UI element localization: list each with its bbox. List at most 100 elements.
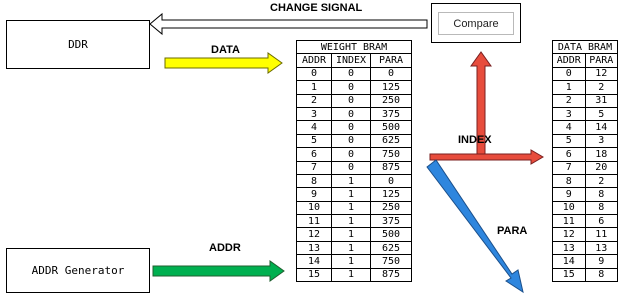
- weight-bram-cell-index: 0: [331, 133, 371, 149]
- data-bram-cell-addr: 8: [552, 173, 586, 189]
- data-bram-cell-addr: 9: [552, 187, 586, 202]
- data-bram-cell-addr: 7: [552, 160, 586, 175]
- data-bram-cell-para: 12: [584, 66, 618, 82]
- weight-bram-cell-para: 250: [370, 93, 412, 108]
- weight-bram-cell-addr: 5: [296, 133, 332, 149]
- weight-bram-cell-addr: 4: [296, 120, 332, 135]
- weight-bram-cell-addr: 13: [296, 240, 332, 256]
- weight-bram-cell-para: 750: [370, 147, 412, 162]
- weight-bram-cell-addr: 10: [296, 200, 332, 216]
- data-arrow: [164, 52, 283, 74]
- data-bram-cell-para: 13: [584, 240, 618, 256]
- weight-bram-cell-index: 1: [331, 227, 371, 242]
- weight-bram-cell-para: 500: [370, 227, 412, 242]
- data-bram-cell-addr: 6: [552, 147, 586, 162]
- weight-bram-header-para: PARA: [370, 53, 412, 68]
- weight-bram-cell-addr: 1: [296, 80, 332, 95]
- data-bram-cell-addr: 2: [552, 93, 586, 108]
- change-signal-label: CHANGE SIGNAL: [270, 2, 363, 14]
- weight-bram-header-addr: ADDR: [296, 53, 332, 68]
- compare-block: Compare: [431, 3, 521, 43]
- weight-bram-cell-addr: 6: [296, 147, 332, 162]
- index-to-compare-arrow: [470, 51, 492, 155]
- data-bram-cell-para: 8: [584, 267, 618, 283]
- weight-bram-cell-para: 0: [370, 173, 412, 189]
- weight-bram-cell-para: 125: [370, 187, 412, 202]
- addr-label: ADDR: [209, 242, 241, 254]
- data-bram-cell-addr: 4: [552, 120, 586, 135]
- ddr-block: DDR: [6, 20, 150, 69]
- weight-bram-cell-index: 1: [331, 267, 371, 283]
- weight-bram-cell-para: 875: [370, 160, 412, 175]
- addr-arrow: [152, 260, 285, 282]
- index-arrow: [429, 149, 544, 165]
- weight-bram-cell-index: 0: [331, 106, 371, 122]
- weight-bram-cell-index: 1: [331, 214, 371, 229]
- data-bram-cell-addr: 11: [552, 214, 586, 229]
- data-bram-header-para: PARA: [584, 53, 618, 68]
- weight-bram-cell-index: 0: [331, 80, 371, 95]
- data-bram-cell-para: 31: [584, 93, 618, 108]
- weight-bram-cell-addr: 2: [296, 93, 332, 108]
- data-bram-cell-para: 5: [584, 106, 618, 122]
- weight-bram-cell-para: 375: [370, 214, 412, 229]
- data-bram-cell-para: 2: [584, 80, 618, 95]
- data-bram-cell-addr: 3: [552, 106, 586, 122]
- data-bram-cell-addr: 1: [552, 80, 586, 95]
- weight-bram-header-index: INDEX: [331, 53, 371, 68]
- data-bram-cell-para: 6: [584, 214, 618, 229]
- data-bram-cell-para: 2: [584, 173, 618, 189]
- data-bram-cell-para: 9: [584, 254, 618, 269]
- data-bram-cell-addr: 15: [552, 267, 586, 283]
- data-bram-title: DATA BRAM: [552, 39, 618, 55]
- weight-bram-cell-addr: 3: [296, 106, 332, 122]
- weight-bram-cell-addr: 0: [296, 66, 332, 82]
- weight-bram-cell-index: 1: [331, 254, 371, 269]
- data-bram-cell-addr: 0: [552, 66, 586, 82]
- weight-bram-title: WEIGHT BRAM: [296, 39, 412, 55]
- data-bram-cell-para: 20: [584, 160, 618, 175]
- addr-generator-label: ADDR Generator: [31, 264, 125, 277]
- weight-bram-cell-para: 375: [370, 106, 412, 122]
- weight-bram-cell-index: 1: [331, 173, 371, 189]
- weight-bram-cell-index: 1: [331, 187, 371, 202]
- addr-generator-block: ADDR Generator: [6, 248, 150, 293]
- data-bram-cell-para: 11: [584, 227, 618, 242]
- weight-bram-cell-index: 0: [331, 160, 371, 175]
- weight-bram-cell-index: 1: [331, 200, 371, 216]
- weight-bram-cell-para: 625: [370, 133, 412, 149]
- index-label: INDEX: [458, 134, 492, 146]
- change-signal-arrow: [149, 12, 428, 36]
- weight-bram-cell-addr: 11: [296, 214, 332, 229]
- weight-bram-cell-addr: 14: [296, 254, 332, 269]
- data-bram-cell-addr: 14: [552, 254, 586, 269]
- data-bram-cell-para: 8: [584, 200, 618, 216]
- weight-bram-cell-para: 875: [370, 267, 412, 283]
- weight-bram-cell-addr: 12: [296, 227, 332, 242]
- weight-bram-cell-addr: 7: [296, 160, 332, 175]
